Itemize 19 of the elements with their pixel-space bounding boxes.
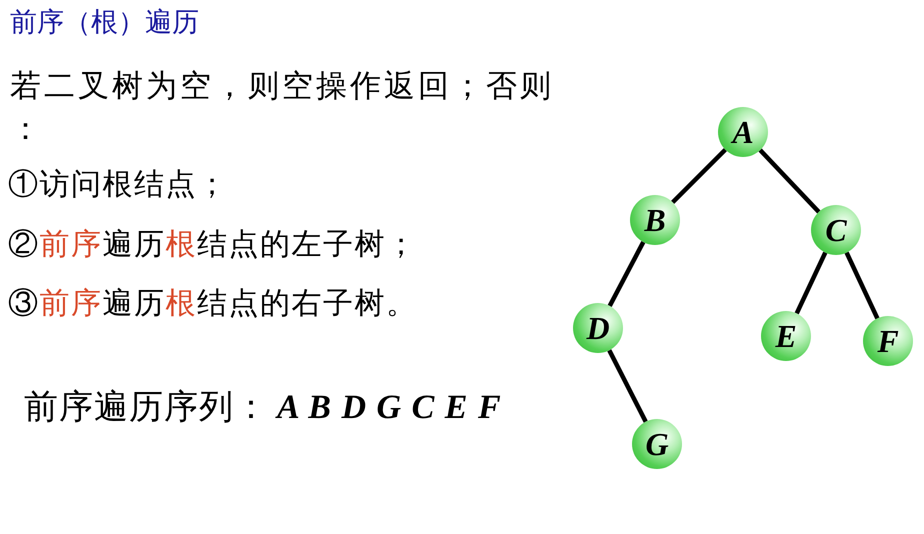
node-circle: C	[811, 205, 861, 255]
edge-line	[607, 349, 648, 423]
step-text: ③前序遍历根结点的右子树。	[8, 286, 418, 322]
edge-line	[671, 148, 727, 204]
step-text: ①访问根结点；	[8, 167, 228, 203]
edge-line	[844, 252, 880, 320]
node-circle: E	[761, 311, 811, 361]
edge-line	[608, 241, 646, 307]
node-circle: G	[632, 419, 682, 469]
node-circle: D	[573, 303, 623, 353]
sequence-text: 前序遍历序列：A B D G C E F	[24, 388, 502, 428]
paragraph: 若二叉树为空，则空操作返回；否则：	[10, 67, 555, 148]
step-text: ②前序遍历根结点的左子树；	[8, 227, 418, 263]
node-circle: F	[863, 316, 913, 366]
edge-line	[794, 252, 828, 314]
edge-line	[758, 148, 820, 214]
title: 前序（根）遍历	[10, 6, 199, 39]
node-circle: B	[630, 195, 680, 245]
node-circle: A	[718, 107, 768, 157]
